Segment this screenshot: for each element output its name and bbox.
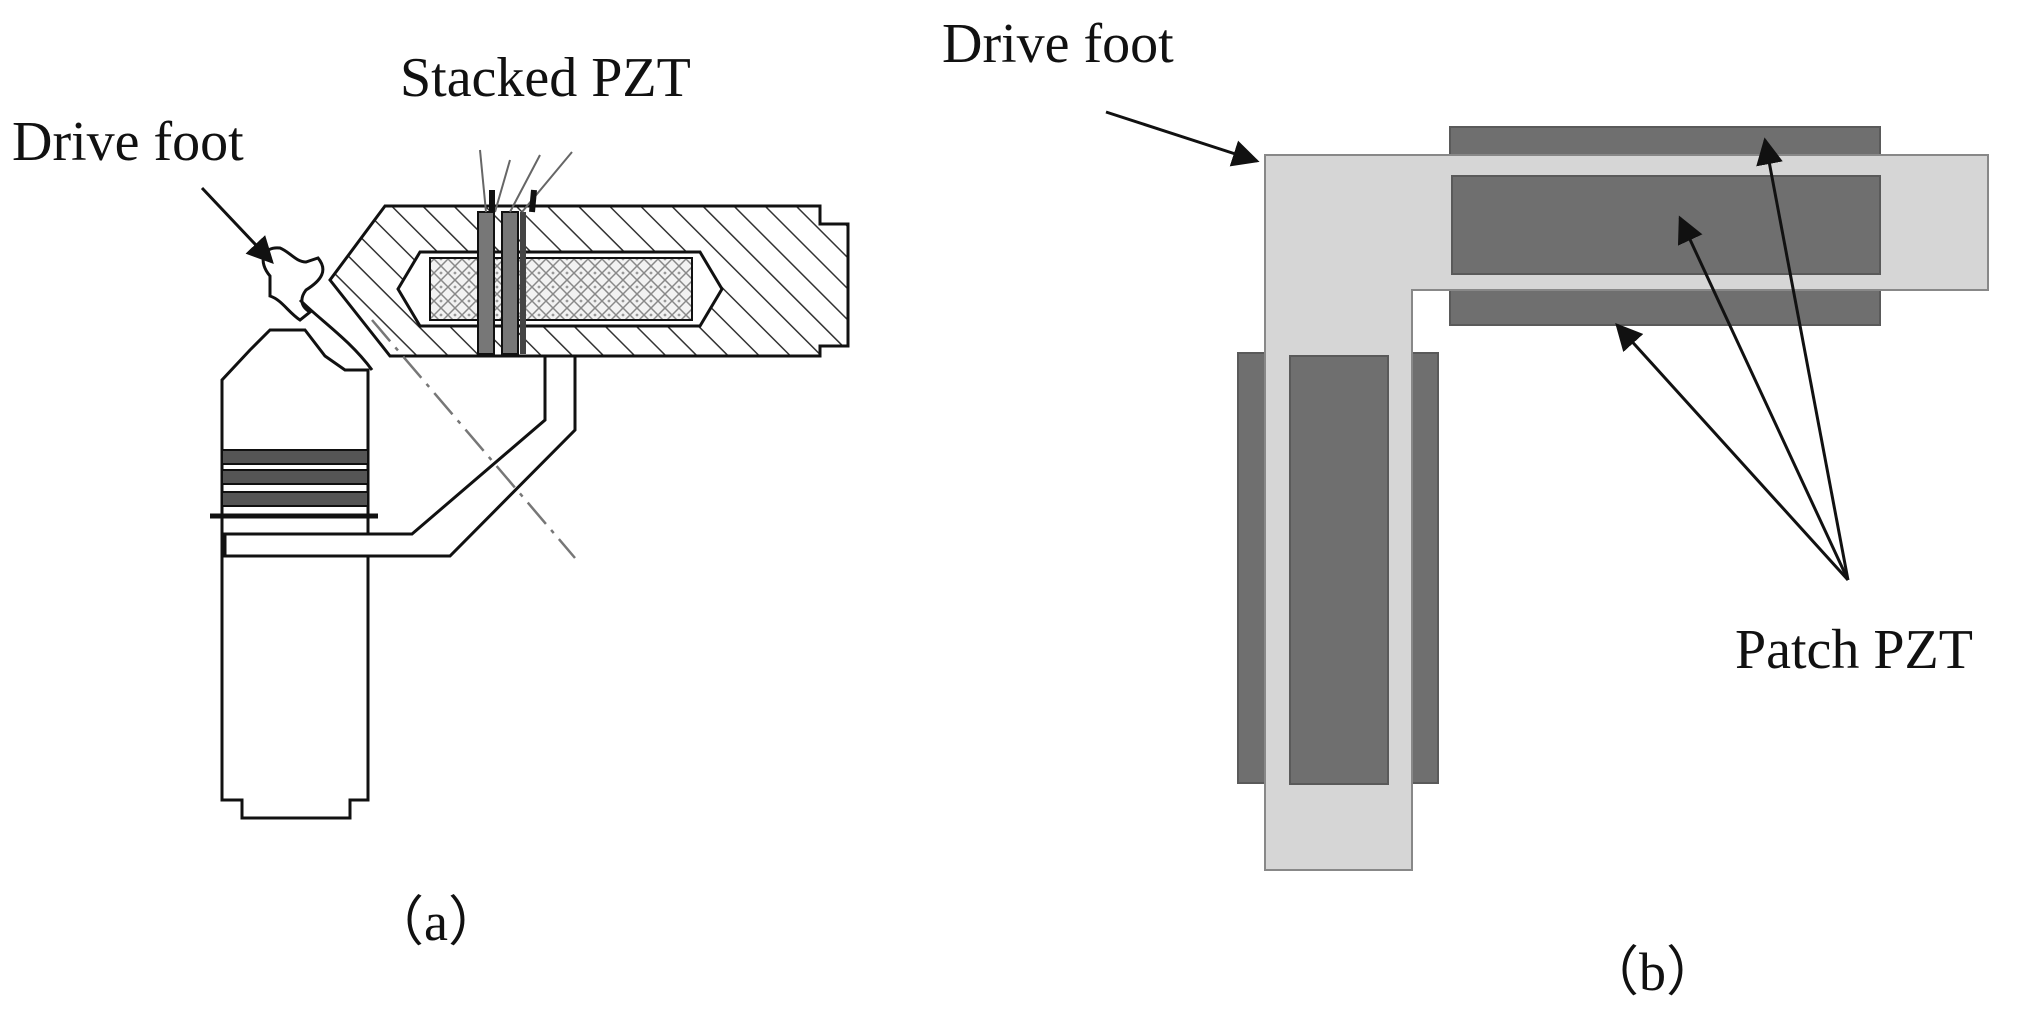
body-bands (210, 449, 378, 519)
caption-b: （b） (1585, 942, 1720, 1002)
diagonal-strut (223, 354, 577, 558)
caption-a: （a） (370, 892, 502, 952)
patch-pzt-label: Patch PZT (1735, 619, 1973, 681)
figure-a: Drive foot Stacked PZT （a） (12, 47, 850, 952)
drive-foot-arrow-a (200, 186, 274, 264)
centerline (371, 319, 576, 559)
patch-pzt-horizontal-inner (1451, 175, 1881, 275)
stacked-pzt-label: Stacked PZT (400, 47, 691, 109)
l-shaped-stator (1264, 154, 1989, 871)
figure-b: Drive foot Patch PZT （b） (942, 13, 1989, 1002)
vertical-body (220, 328, 370, 820)
electrode-plates (477, 149, 573, 355)
patch-pzt-vertical-inner (1289, 355, 1389, 785)
drive-foot-label-a: Drive foot (12, 111, 244, 173)
drive-foot-label-b: Drive foot (942, 13, 1174, 75)
patch-pzt-arrows (1615, 137, 1850, 582)
drive-foot-a (261, 246, 325, 322)
stacked-pzt-element (429, 257, 693, 321)
drive-foot-arrow-b (1105, 110, 1260, 167)
